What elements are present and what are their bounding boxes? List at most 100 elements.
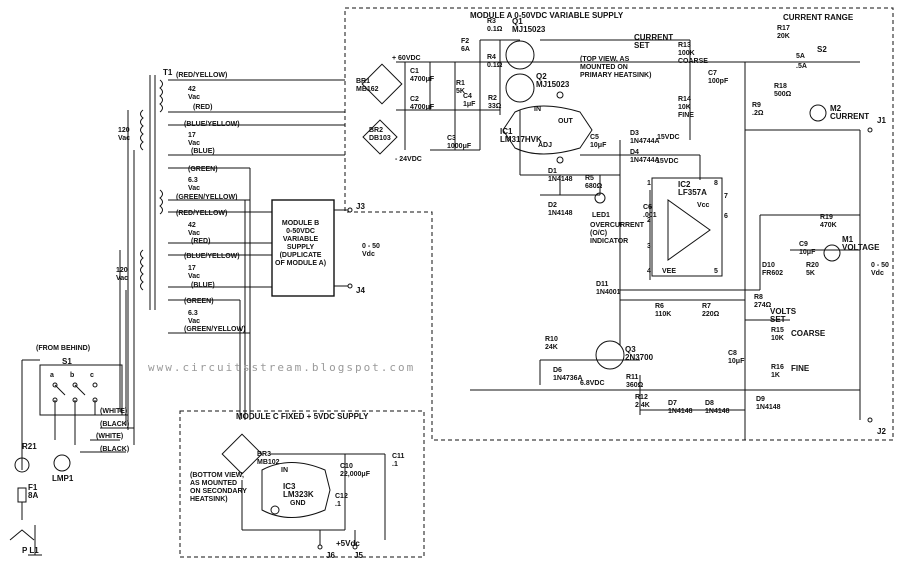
led1-label: LED1 — [592, 212, 610, 219]
j1-label: J1 — [877, 116, 886, 125]
watermark-text: www.circuitsstream.blogspot.com — [148, 361, 416, 374]
r19-label: R19 470K — [820, 214, 837, 229]
module-a-title: MODULE A 0-50VDC VARIABLE SUPPLY — [470, 11, 624, 20]
bridge-br2-symbol — [362, 119, 398, 155]
primary2-voltage: 120 Vac — [116, 267, 129, 282]
transformer-t1 — [119, 75, 345, 445]
coarse-label: COARSE — [791, 329, 826, 338]
f1-label: F1 8A — [28, 483, 39, 500]
ic2-pin6: 6 — [724, 213, 728, 220]
r12-label: R12 2.4K — [635, 394, 650, 409]
r1-label: R1 5K — [456, 80, 465, 95]
c2-label: C2 4700μF — [410, 96, 435, 111]
from-behind-label: (FROM BEHIND) — [36, 345, 91, 352]
bridge-br3-symbol — [221, 433, 263, 475]
m1-label: M1 VOLTAGE — [842, 235, 880, 252]
w3-bottom: (GREEN/YELLOW) — [176, 194, 238, 201]
t1-label: T1 — [163, 68, 173, 77]
ic2-pin7: 7 — [724, 193, 728, 200]
c11-label: C11 .1 — [392, 453, 405, 468]
ic1-in-pin: IN — [534, 106, 541, 113]
j3-label: J3 — [356, 202, 365, 211]
d10-label: D10 FR602 — [762, 262, 784, 277]
module-b-box — [271, 199, 335, 297]
ic2-pin4: 4 — [647, 268, 651, 275]
ic2-pin2: 2 — [647, 217, 651, 224]
d8-label: D8 1N4148 — [705, 400, 730, 415]
ic2-vcc: Vcc — [697, 202, 710, 209]
c4-label: C4 1μF — [463, 93, 476, 108]
r5-label: R5 680Ω — [585, 175, 603, 190]
r7-label: R7 220Ω — [702, 303, 720, 318]
overcurrent-label: OVERCURRENT (O/C) INDICATOR — [590, 222, 645, 245]
ic3-in-pin: IN — [281, 467, 288, 474]
terminal-j5 — [352, 544, 358, 550]
lmp1-label: LMP1 — [52, 474, 74, 483]
switch-pos-a: a — [50, 372, 54, 379]
c7-label: C7 100pF — [708, 70, 729, 85]
plug-label: P L1 — [22, 546, 39, 555]
terminal-j6 — [317, 544, 323, 550]
j5-label: J5 — [354, 551, 363, 560]
w1-voltage: 42 Vac — [188, 86, 201, 101]
ic1-out-pin: OUT — [558, 118, 573, 125]
v15-a-label: 15VDC — [657, 134, 680, 141]
c8-label: C8 10μF — [728, 350, 745, 365]
w2-voltage: 17 Vac — [188, 132, 201, 147]
s2-label: S2 — [817, 45, 827, 54]
current-set-label: CURRENT SET — [634, 33, 674, 50]
ic1-hole-right — [556, 156, 564, 164]
w4-voltage: 42 Vac — [188, 222, 201, 237]
v68-label: 6.8VDC — [580, 380, 605, 387]
r15-label: R15 10K — [771, 327, 784, 342]
r16-label: R16 1K — [771, 364, 784, 379]
ic3-package — [261, 462, 331, 518]
q1-symbol — [505, 40, 535, 70]
c9-label: C9 10μF — [799, 241, 816, 256]
w6-top: (GREEN) — [184, 298, 214, 305]
ic2-box — [651, 177, 723, 277]
range-05a: .5A — [796, 63, 807, 70]
primary1-voltage: 120 Vac — [118, 127, 131, 142]
minus24-label: - 24VDC — [395, 156, 422, 163]
c5-label: C5 10μF — [590, 134, 607, 149]
d9-label: D9 1N4148 — [756, 396, 781, 411]
top-view-note: (TOP VIEW, AS MOUNTED ON PRIMARY HEATSIN… — [580, 56, 652, 79]
wire-black-2: (BLACK) — [100, 446, 130, 453]
w4-bottom: (RED) — [191, 238, 211, 245]
w3-top: (GREEN) — [188, 166, 218, 173]
r17-label: R17 20K — [777, 25, 790, 40]
w5-top: (BLUE/YELLOW) — [184, 253, 240, 260]
c6-label: C6 .001 — [643, 204, 657, 219]
bottom-view-note: (BOTTOM VIEW, AS MOUNTED ON SECONDARY HE… — [190, 472, 247, 503]
d2-label: D2 1N4148 — [548, 202, 573, 217]
j6-label: J6 — [326, 551, 335, 560]
br3-label: BR3 MB102 — [257, 451, 280, 466]
c3-label: C3 1000μF — [447, 135, 472, 150]
module-b-label: MODULE B 0-50VDC VARIABLE SUPPLY (DUPLIC… — [275, 220, 327, 267]
q1-label: Q1 MJ15023 — [512, 17, 546, 34]
w4-top: (RED/YELLOW) — [176, 210, 228, 217]
r14-label: R14 10K FINE — [678, 96, 694, 119]
j4-label: J4 — [356, 286, 365, 295]
ic2-pin8: 8 — [714, 180, 718, 187]
w6-voltage: 6.3 Vac — [188, 310, 201, 325]
br1-label: BR1 MB162 — [356, 78, 379, 93]
w1-bottom: (RED) — [193, 104, 213, 111]
r8-label: R8 274Ω — [754, 294, 772, 309]
terminal-j1 — [867, 127, 873, 133]
switch-pos-b: b — [70, 372, 75, 379]
r4-label: R4 0.1Ω — [487, 54, 503, 69]
d1-label: D1 1N4148 — [548, 168, 573, 183]
fine-label: FINE — [791, 364, 810, 373]
r18-label: R18 500Ω — [774, 83, 792, 98]
w5-voltage: 17 Vac — [188, 265, 201, 280]
module-a-wiring — [396, 39, 861, 440]
w1-top: (RED/YELLOW) — [176, 72, 228, 79]
v15-b-label: 15VDC — [656, 158, 679, 165]
c12-label: C12 .1 — [335, 493, 348, 508]
d6-label: D6 1N4736A — [553, 367, 583, 382]
output-range-b: 0 - 50 Vdc — [362, 243, 380, 258]
ic3-label: IC3 LM323K — [283, 482, 314, 499]
d4-label: D4 1N4744A — [630, 149, 660, 164]
